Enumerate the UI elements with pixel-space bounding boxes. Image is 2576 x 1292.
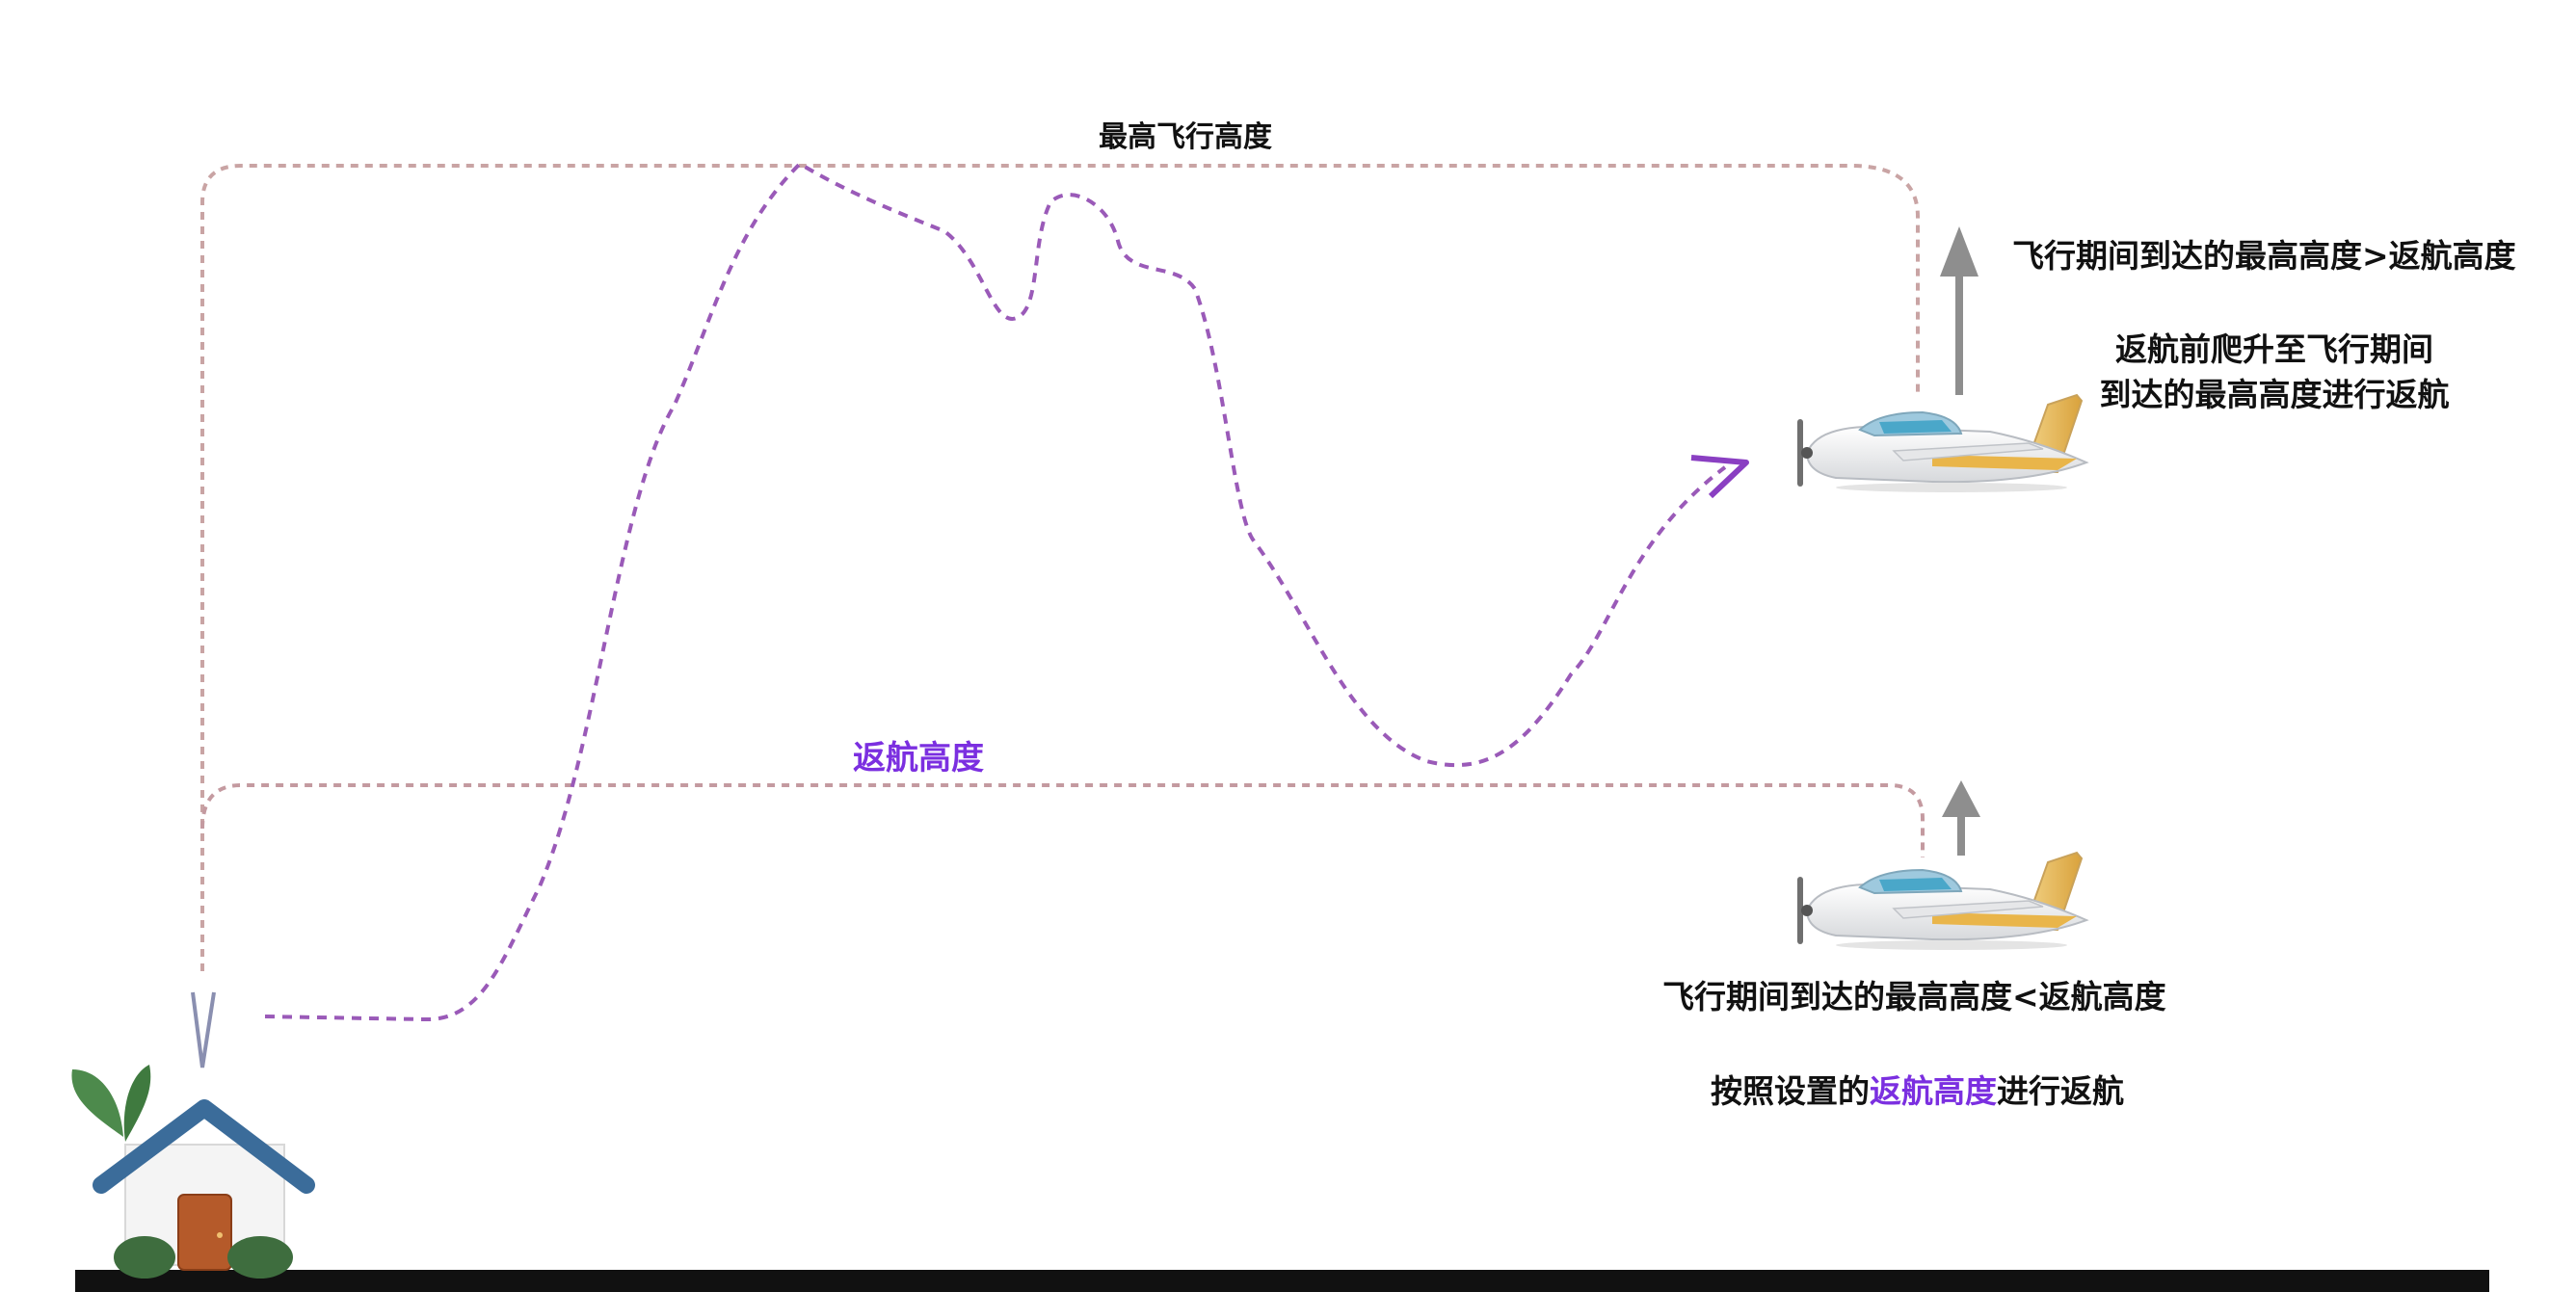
- up-arrow-icon: [1942, 780, 1980, 856]
- rth-altitude-line: [200, 783, 1925, 857]
- path-arrowhead-icon: [1690, 455, 1749, 499]
- airplane-icon: [1796, 852, 2087, 951]
- flight-path: [264, 161, 1727, 1022]
- airplane-icon: [1796, 394, 2087, 493]
- descent-arrow-icon: [191, 991, 216, 1068]
- low-case-action-prefix: 按照设置的: [1711, 1072, 1870, 1110]
- max-altitude-line: [200, 164, 1920, 971]
- high-case-action: 返航前爬升至飞行期间 到达的最高高度进行返航: [2072, 330, 2477, 415]
- high-case-action-line1: 返航前爬升至飞行期间: [2115, 330, 2433, 368]
- high-case-condition: 飞行期间到达的最高高度>返航高度: [2012, 237, 2516, 275]
- up-arrow-icon: [1940, 226, 1978, 395]
- low-case-condition: 飞行期间到达的最高高度<返航高度: [1662, 978, 2166, 1015]
- rth-altitude-label: 返航高度: [853, 739, 984, 778]
- high-case-action-line2: 到达的最高高度进行返航: [2099, 376, 2450, 414]
- max-altitude-label: 最高飞行高度: [1099, 120, 1272, 154]
- low-case-action-highlight: 返航高度: [1870, 1072, 1997, 1110]
- ground-line: [75, 1270, 2489, 1292]
- home-icon: [71, 1065, 315, 1279]
- low-case-action-suffix: 进行返航: [1997, 1072, 2124, 1110]
- low-case-action: 按照设置的返航高度进行返航: [1711, 1071, 2124, 1111]
